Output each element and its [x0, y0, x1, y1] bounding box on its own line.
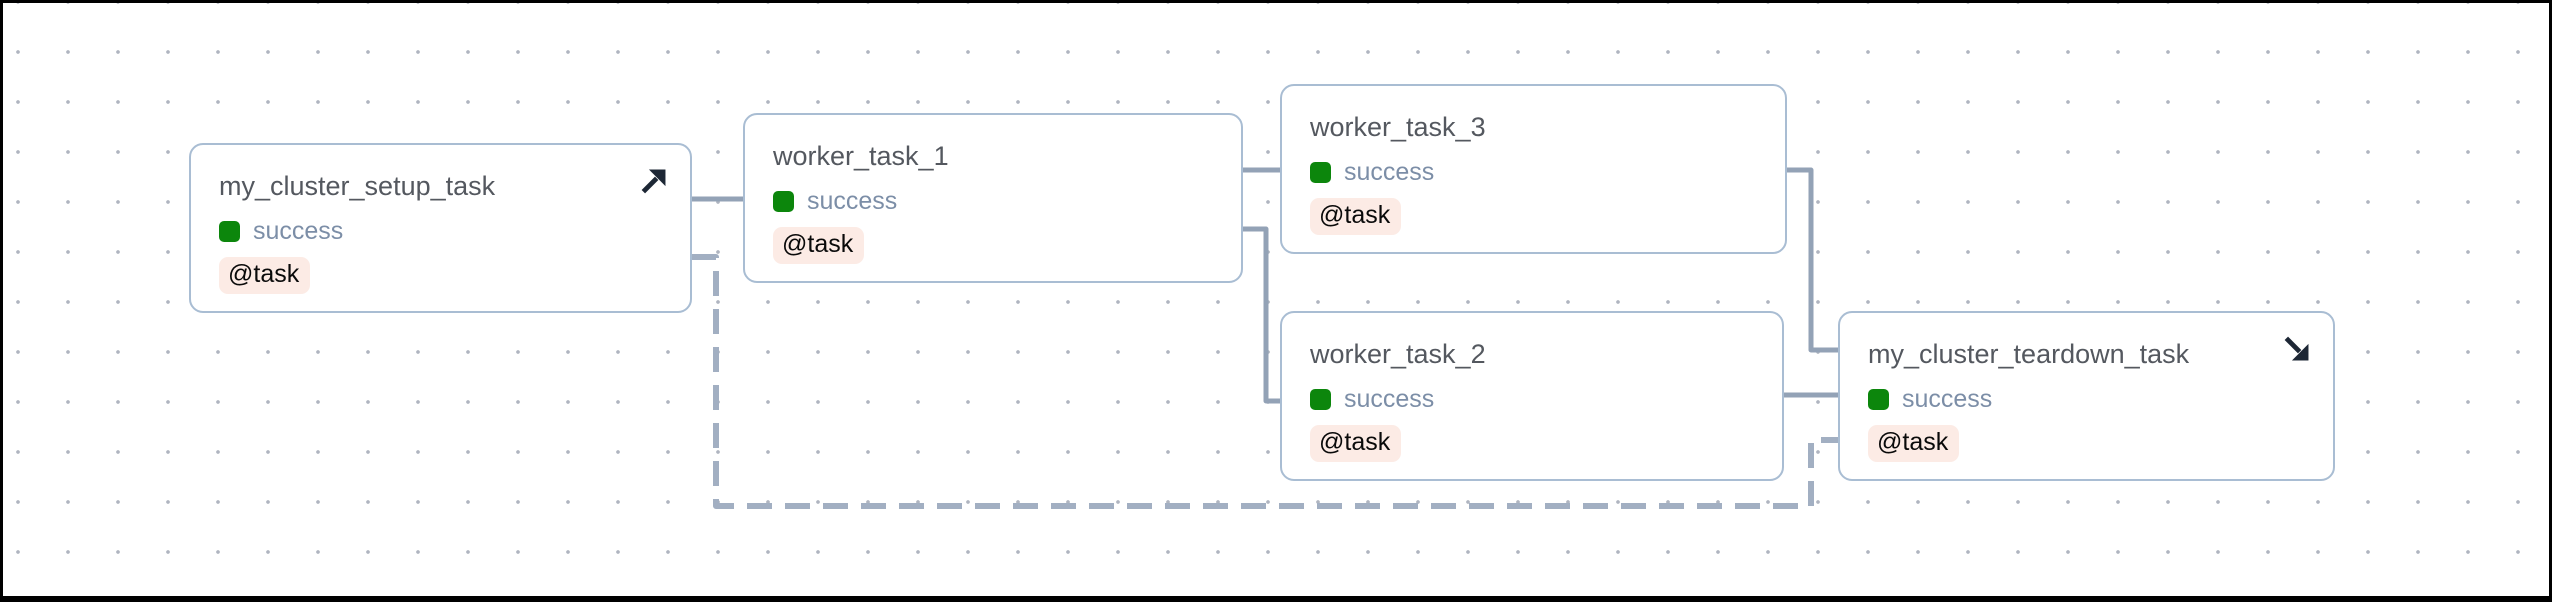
- teardown-arrow-icon: [2284, 336, 2309, 361]
- status-label: success: [1902, 385, 1993, 413]
- success-status-square: [1310, 161, 1331, 183]
- status-label: success: [1344, 158, 1435, 186]
- setup-arrow-icon: [641, 169, 666, 194]
- edge-layer: [692, 167, 1838, 509]
- status-label: success: [253, 217, 344, 245]
- task-title: worker_task_1: [773, 141, 949, 171]
- task-decorator-badge: @task: [1868, 425, 1960, 462]
- success-status-square: [1310, 388, 1331, 410]
- status-row: success: [1868, 385, 2307, 413]
- badge-row: @task: [773, 227, 1215, 264]
- status-row: success: [1310, 158, 1759, 186]
- task-node-my-cluster-teardown-task[interactable]: my_cluster_teardown_task success @task: [1838, 311, 2335, 481]
- badge-row: @task: [219, 257, 664, 294]
- task-title: worker_task_2: [1310, 339, 1486, 369]
- task-node-worker-task-1[interactable]: worker_task_1 success @task: [743, 113, 1243, 283]
- task-decorator-badge: @task: [773, 227, 865, 264]
- status-row: success: [1310, 385, 1756, 413]
- task-node-my-cluster-setup-task[interactable]: my_cluster_setup_task success @task: [189, 143, 692, 313]
- task-decorator-badge: @task: [1310, 198, 1402, 235]
- edge-setup-to-teardown-dashed: [692, 254, 1838, 509]
- status-row: success: [773, 187, 1215, 215]
- edge-worker1-to-worker2: [1243, 226, 1280, 404]
- status-label: success: [1344, 385, 1435, 413]
- badge-row: @task: [1310, 198, 1759, 235]
- task-decorator-badge: @task: [219, 257, 311, 294]
- task-node-worker-task-2[interactable]: worker_task_2 success @task: [1280, 311, 1784, 481]
- task-node-worker-task-3[interactable]: worker_task_3 success @task: [1280, 84, 1787, 254]
- success-status-square: [773, 190, 794, 212]
- success-status-square: [219, 220, 240, 242]
- task-title: my_cluster_teardown_task: [1868, 339, 2190, 369]
- task-decorator-badge: @task: [1310, 425, 1402, 462]
- task-title: worker_task_3: [1310, 112, 1486, 142]
- edge-worker3-to-teardown: [1787, 167, 1838, 353]
- success-status-square: [1868, 388, 1889, 410]
- status-row: success: [219, 217, 664, 245]
- badge-row: @task: [1310, 425, 1756, 462]
- task-title: my_cluster_setup_task: [219, 171, 496, 201]
- badge-row: @task: [1868, 425, 2307, 462]
- status-label: success: [807, 187, 898, 215]
